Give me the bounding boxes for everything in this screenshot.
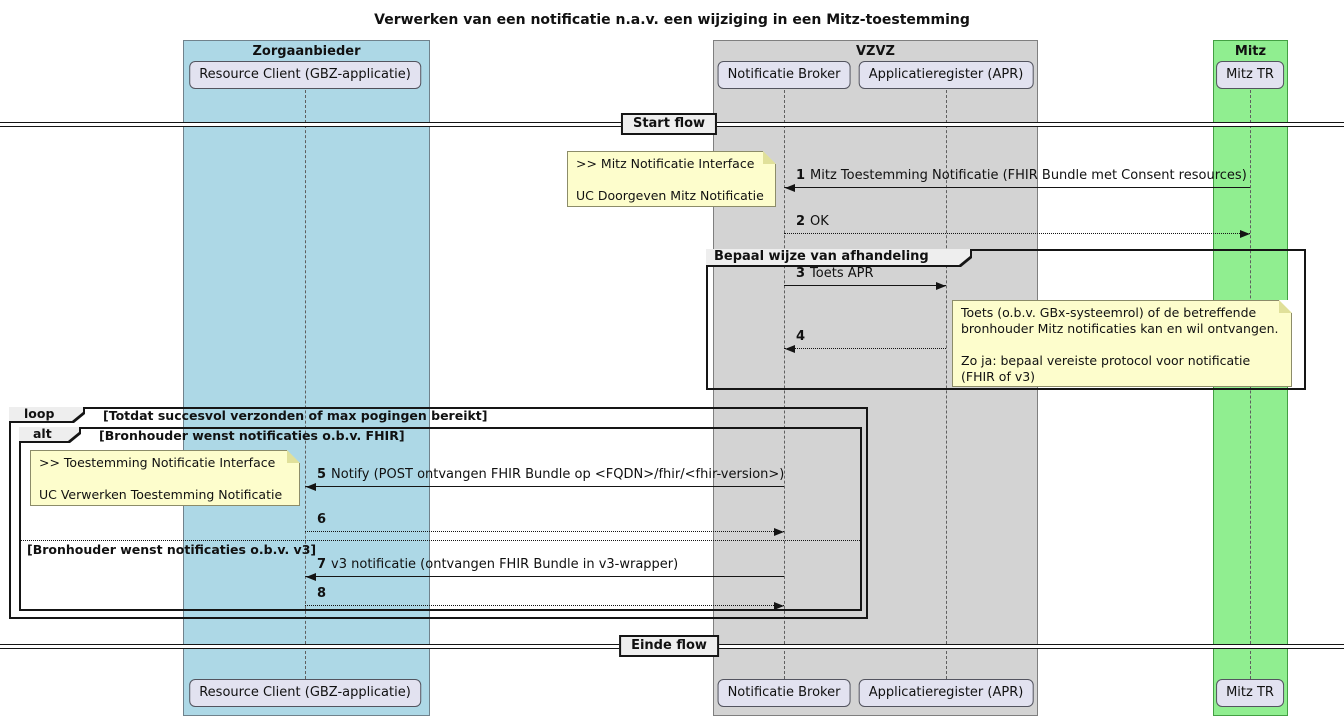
message-line-7 — [305, 576, 784, 577]
swimlane-label: VZVZ — [856, 44, 895, 59]
message-label-2: 2 OK — [796, 215, 829, 229]
arrowhead-icon — [306, 483, 316, 491]
frame-condition: [Bronhouder wenst notificaties o.b.v. FH… — [99, 428, 405, 443]
message-line-4 — [784, 348, 946, 349]
participant-mitz-tr-bottom: Mitz TR — [1216, 679, 1284, 707]
message-label-8: 8 — [317, 587, 331, 601]
page-title: Verwerken van een notificatie n.a.v. een… — [374, 12, 970, 28]
participant-applicatieregister-bottom: Applicatieregister (APR) — [858, 679, 1034, 707]
note-1: >> Mitz Notificatie Interface UC Doorgeve… — [567, 151, 776, 207]
message-label-3: 3 Toets APR — [796, 267, 874, 281]
note-text-line: (FHIR of v3) — [961, 369, 1036, 384]
arrowhead-icon — [774, 602, 784, 610]
frame-loop: loop — [9, 407, 868, 619]
note-fold-icon — [763, 151, 776, 164]
frame-alt: alt — [19, 427, 862, 611]
frame-label-text: loop — [24, 406, 55, 421]
frame-condition: [Totdat succesvol verzonden of max pogin… — [103, 408, 488, 423]
message-label-7: 7 v3 notificatie (ontvangen FHIR Bundle i… — [317, 558, 678, 572]
participant-notificatie-broker-top: Notificatie Broker — [717, 61, 851, 89]
frame-label: alt — [19, 427, 81, 443]
arrowhead-icon — [785, 345, 795, 353]
frame-label: Bepaal wijze van afhandeling — [706, 249, 972, 267]
message-label-4: 4 — [796, 330, 810, 344]
message-text: Notify (POST ontvangen FHIR Bundle op <F… — [331, 467, 785, 482]
message-number: 8 — [317, 586, 327, 601]
message-line-8 — [305, 605, 784, 606]
message-number: 1 — [796, 168, 806, 183]
message-text: Toets APR — [810, 266, 874, 281]
message-line-5 — [305, 486, 784, 487]
note-text-line — [568, 172, 775, 188]
note-text-line: UC Doorgeven Mitz Notificatie — [576, 188, 764, 203]
participant-notificatie-broker-bottom: Notificatie Broker — [717, 679, 851, 707]
message-label-1: 1 Mitz Toestemming Notificatie (FHIR Bund… — [796, 169, 1247, 183]
message-number: 7 — [317, 557, 327, 572]
note-text-line — [31, 471, 299, 487]
participant-mitz-tr-top: Mitz TR — [1216, 61, 1284, 89]
swimlane-label: Mitz — [1234, 44, 1267, 59]
note-text-line: >> Mitz Notificatie Interface — [576, 156, 755, 171]
frame-label-fill: Bepaal wijze van afhandeling — [706, 249, 970, 265]
arrowhead-icon — [306, 573, 316, 581]
lifeline-notificatie-broker — [784, 90, 785, 679]
frame-label-fill: alt — [19, 427, 79, 441]
participant-resource-client-top: Resource Client (GBZ-applicatie) — [189, 61, 421, 89]
note-fold-icon — [287, 450, 300, 463]
note-text-line: >> Toestemming Notificatie Interface — [39, 455, 276, 470]
note-text-line: bronhouder Mitz notificaties kan en wil … — [961, 321, 1279, 336]
message-number: 3 — [796, 266, 806, 281]
frame-label-fill: loop — [9, 407, 83, 421]
note-text-line: Zo ja: bepaal vereiste protocol voor not… — [961, 353, 1251, 368]
note-fold-icon — [1279, 300, 1292, 313]
message-line-1 — [784, 187, 1250, 188]
message-line-6 — [305, 531, 784, 532]
divider-label-start-flow: Start flow — [620, 113, 718, 135]
alt-else-divider — [19, 540, 862, 541]
arrowhead-icon — [774, 528, 784, 536]
message-line-2 — [784, 233, 1250, 234]
frame-label: loop — [9, 407, 85, 423]
note-text-line — [953, 337, 1291, 353]
lifeline-resource-client — [305, 90, 306, 679]
message-number: 2 — [796, 214, 806, 229]
message-text: Mitz Toestemming Notificatie (FHIR Bundl… — [810, 168, 1247, 183]
arrowhead-icon — [1240, 230, 1250, 238]
message-text: v3 notificatie (ontvangen FHIR Bundle in… — [331, 557, 679, 572]
arrowhead-icon — [936, 282, 946, 290]
frame-bepaal-wijze-van-afhandeling: Bepaal wijze van afhandeling — [706, 249, 1306, 390]
arrowhead-icon — [785, 184, 795, 192]
message-number: 6 — [317, 512, 327, 527]
note-text-line: Toets (o.b.v. GBx-systeemrol) of de betr… — [961, 305, 1257, 320]
message-number: 5 — [317, 467, 327, 482]
alt-else-condition: [Bronhouder wenst notificaties o.b.v. v3… — [27, 542, 317, 557]
frame-label-text: Bepaal wijze van afhandeling — [714, 249, 929, 264]
message-line-3 — [784, 285, 946, 286]
note-2: Toets (o.b.v. GBx-systeemrol) of de betr… — [952, 300, 1292, 387]
swimlane-zorgaanbieder: Zorgaanbieder — [183, 40, 430, 716]
lifeline-applicatieregister — [946, 90, 947, 679]
message-label-6: 6 — [317, 513, 331, 527]
message-label-5: 5 Notify (POST ontvangen FHIR Bundle op <… — [317, 468, 784, 482]
swimlane-label: Zorgaanbieder — [252, 44, 361, 59]
note-3: >> Toestemming Notificatie Interface UC V… — [30, 450, 300, 506]
note-text-line: UC Verwerken Toestemming Notificatie — [39, 487, 283, 502]
message-number: 4 — [796, 329, 806, 344]
participant-applicatieregister-top: Applicatieregister (APR) — [858, 61, 1034, 89]
divider-label-einde-flow: Einde flow — [619, 635, 719, 657]
frame-label-text: alt — [33, 426, 52, 441]
participant-resource-client-bottom: Resource Client (GBZ-applicatie) — [189, 679, 421, 707]
message-text: OK — [810, 214, 829, 229]
